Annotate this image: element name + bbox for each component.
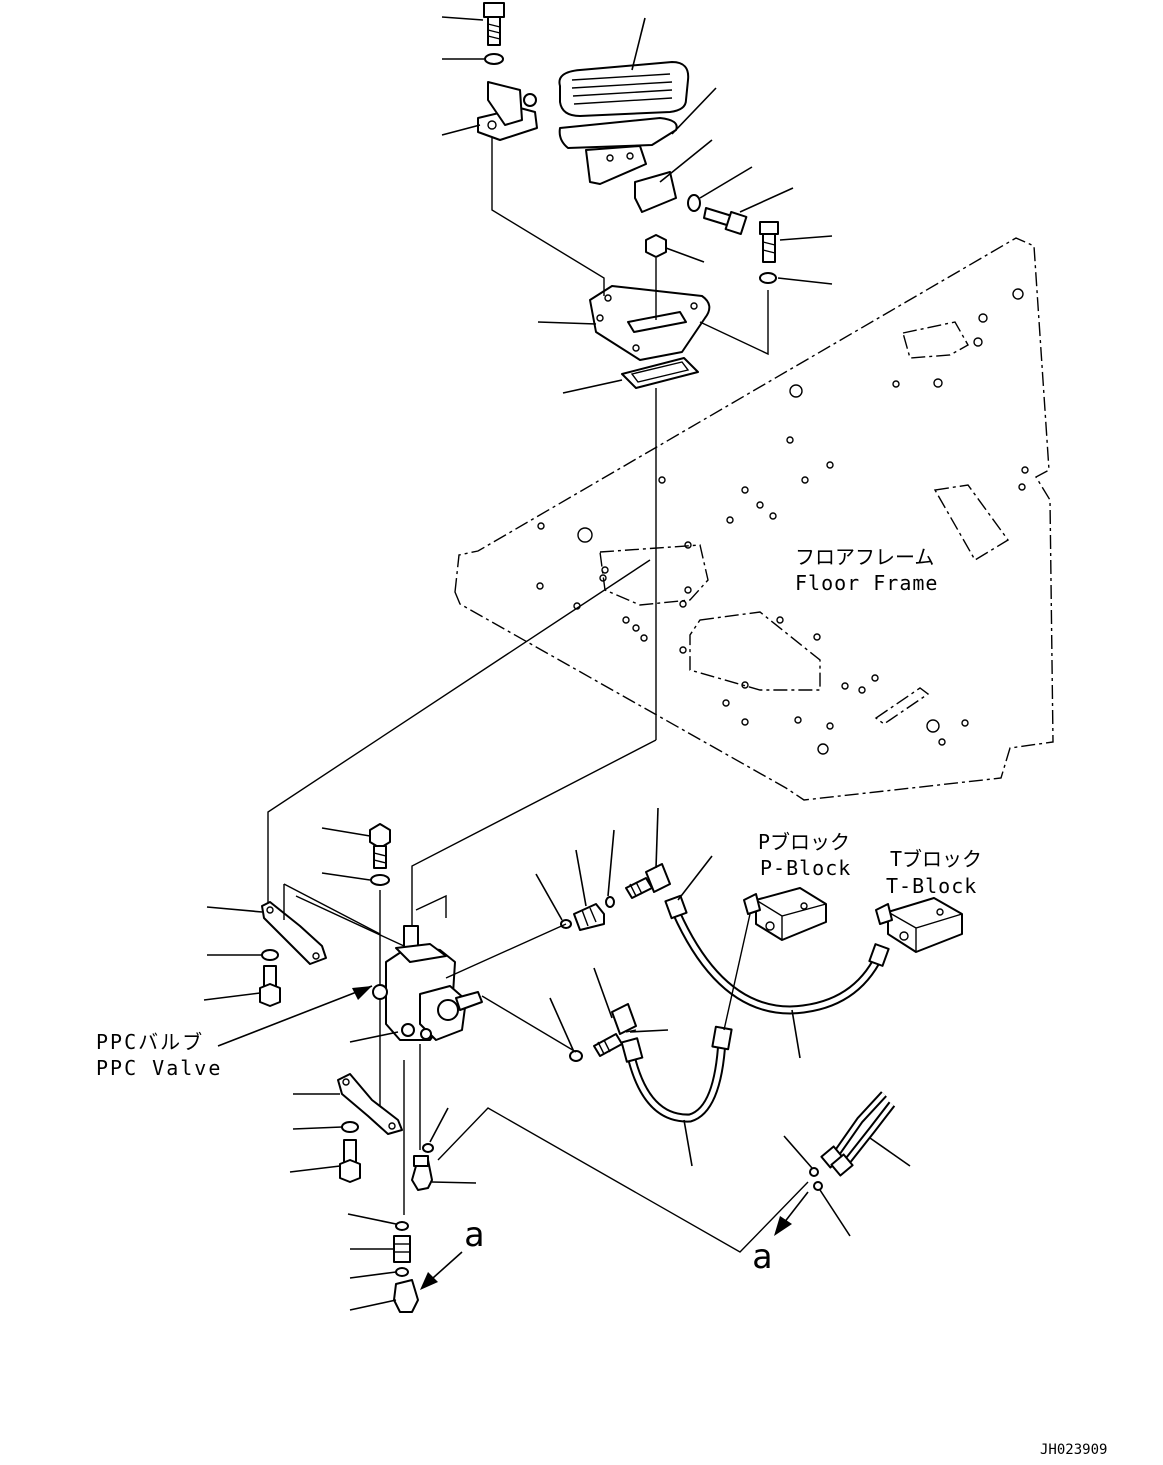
upper-washer <box>261 949 279 961</box>
t-block <box>875 897 963 953</box>
gasket <box>621 357 699 389</box>
view-marker-a-left: a <box>464 1215 484 1255</box>
hose-upper <box>664 894 890 1015</box>
hose-lower <box>620 1025 733 1123</box>
o-ring-d <box>809 1167 819 1177</box>
p-block <box>743 887 827 941</box>
washer-right <box>759 272 777 284</box>
pedal-assembly <box>477 2 779 740</box>
bolt-side <box>703 207 748 236</box>
upper-bracket <box>261 901 327 965</box>
ppc-washer <box>370 874 390 886</box>
leaders-ppc <box>203 827 477 1311</box>
label-t-block-jp: Tブロック <box>890 847 982 871</box>
straight-fitting <box>573 903 605 931</box>
elbow-fitting-upper <box>625 863 671 899</box>
label-p-block-en: P-Block <box>760 856 851 880</box>
assembly-lines-mid <box>267 559 657 942</box>
o-ring-2 <box>395 1267 409 1277</box>
pedal-bracket <box>477 81 538 141</box>
o-ring-b <box>605 896 615 908</box>
pedal-plate <box>558 117 678 185</box>
leaders-top <box>441 16 833 394</box>
lower-washer <box>341 1121 359 1133</box>
label-ppc-valve-jp: PPCバルブ <box>96 1030 204 1054</box>
label-floor-frame-en: Floor Frame <box>795 571 938 595</box>
ppc-bolt <box>369 823 391 869</box>
mount-plate <box>589 285 711 361</box>
elbow-fitting-lower <box>411 1155 433 1191</box>
hose-bundle <box>820 1091 896 1177</box>
hose-group <box>560 863 896 1191</box>
leaders-hoses <box>535 807 911 1237</box>
o-ring-1 <box>395 1221 409 1231</box>
o-ring-c <box>569 1050 583 1062</box>
lower-bracket <box>337 1073 403 1135</box>
o-ring-e <box>813 1181 823 1191</box>
upper-bolt <box>259 965 281 1007</box>
label-p-block-jp: Pブロック <box>758 830 850 854</box>
elbow-fitting-mid <box>593 1003 637 1057</box>
elbow-fitting-bottom <box>393 1279 419 1313</box>
ppc-arrow-head <box>352 986 372 1000</box>
pedal-pad <box>558 61 690 117</box>
bolt-top <box>483 2 505 46</box>
connection-lines <box>437 913 809 1253</box>
ppc-valve-body <box>372 925 483 1041</box>
stopper-block <box>634 171 677 213</box>
label-t-block-en: T-Block <box>886 874 977 898</box>
nut <box>645 234 667 258</box>
view-arrow-left <box>420 1251 463 1290</box>
floor-frame <box>454 237 1054 801</box>
washer-side <box>687 194 701 212</box>
lower-bolt <box>339 1139 361 1183</box>
drawing-number: JH023909 <box>1040 1442 1107 1458</box>
o-ring-elbow <box>422 1143 434 1153</box>
view-arrow-right <box>774 1191 809 1236</box>
washer-top <box>484 53 504 65</box>
label-floor-frame-jp: フロアフレーム <box>795 545 934 569</box>
ppc-valve-group <box>259 823 483 1313</box>
label-ppc-valve-en: PPC Valve <box>96 1056 222 1080</box>
bolt-right <box>759 221 779 263</box>
small-clip <box>625 1029 637 1033</box>
view-marker-a-right: a <box>752 1237 772 1277</box>
connector-fitting <box>393 1235 411 1263</box>
